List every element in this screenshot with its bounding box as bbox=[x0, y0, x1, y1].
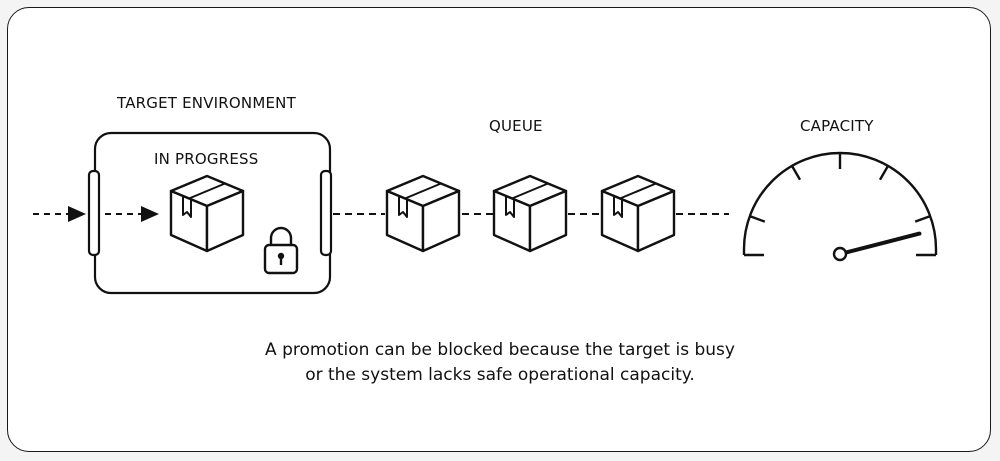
gauge-tick bbox=[878, 165, 890, 181]
in-progress-label: IN PROGRESS bbox=[154, 150, 259, 168]
gauge-tick bbox=[914, 215, 931, 223]
gauge-tick bbox=[749, 215, 766, 223]
package-icon bbox=[385, 174, 461, 253]
package-icon bbox=[600, 174, 676, 253]
gauge-icon bbox=[742, 151, 938, 262]
queue-label: QUEUE bbox=[489, 117, 543, 135]
package-icon bbox=[492, 174, 568, 253]
caption-line-1: A promotion can be blocked because the t… bbox=[265, 340, 735, 360]
exit-gate bbox=[319, 169, 333, 257]
lock-icon bbox=[263, 226, 299, 275]
entry-gate bbox=[87, 169, 101, 257]
target-environment-label: TARGET ENVIRONMENT bbox=[117, 94, 296, 112]
gauge-tick bbox=[790, 165, 802, 181]
capacity-label: CAPACITY bbox=[800, 117, 874, 135]
gauge-pivot bbox=[832, 246, 848, 262]
package-icon bbox=[169, 174, 245, 253]
caption-line-2: or the system lacks safe operational cap… bbox=[305, 365, 695, 385]
gauge-needle bbox=[838, 231, 922, 256]
